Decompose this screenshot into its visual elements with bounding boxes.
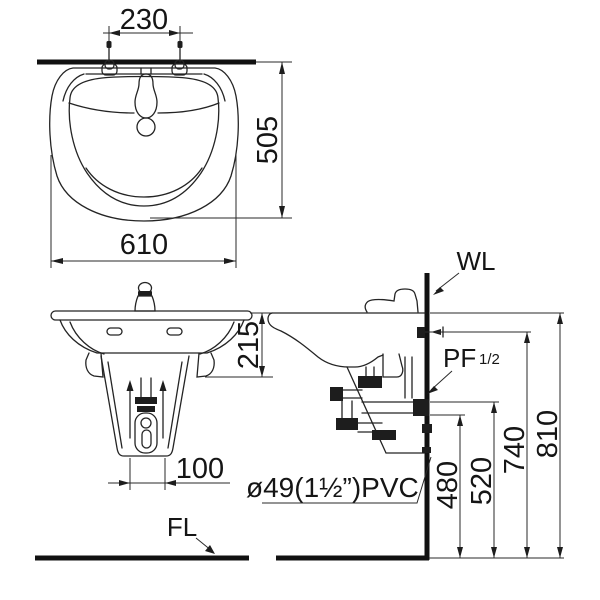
floor-left: FL [35, 512, 249, 561]
supply-size-label: 1/2 [479, 351, 500, 368]
faucet-plan [134, 67, 158, 137]
front-view: 215 100 FL [35, 281, 273, 561]
pvc-pipe-label: ø49(1½”)PVC [246, 472, 419, 503]
dim-520: 520 [466, 402, 498, 558]
top-plan-view: 230 [37, 4, 292, 268]
plumbing-side [330, 356, 432, 453]
dim-215-label: 215 [233, 321, 265, 369]
hanger-bracket-right [196, 352, 215, 378]
dim-810-label: 810 [532, 410, 564, 458]
supply-label: PF [443, 343, 476, 373]
basin-outline-plan [49, 67, 239, 222]
dim-230-label: 230 [120, 4, 168, 36]
wall-label-group: WL [433, 246, 496, 295]
side-view: WL PF 1/2 480 [246, 246, 564, 561]
overflow-slot-right [166, 327, 183, 336]
hanger-bracket-left [85, 352, 104, 378]
faucet-side [364, 288, 419, 313]
pedestal-shroud-front [100, 355, 190, 457]
hanger-bracket-side [382, 353, 404, 378]
pedestal-shroud-side [346, 366, 425, 454]
dim-810: 810 [532, 313, 564, 558]
mounting-bolt-left [101, 41, 118, 76]
dim-520-label: 520 [466, 457, 498, 505]
dim-740-label: 740 [499, 426, 531, 474]
wall-label: WL [457, 246, 496, 276]
trap-front [126, 377, 167, 454]
overflow-slot-left [106, 327, 123, 336]
dim-505-label: 505 [252, 116, 284, 164]
dim-610: 610 [50, 155, 237, 268]
supply-stub [417, 326, 531, 338]
mounting-bolt-right [171, 41, 188, 76]
dim-505: 505 [150, 62, 292, 219]
dim-480: 480 [432, 415, 464, 558]
faucet-front [134, 281, 156, 312]
dim-480-label: 480 [432, 461, 464, 509]
dim-100: 100 [108, 453, 230, 490]
dim-610-label: 610 [120, 229, 168, 261]
floor-label: FL [167, 512, 197, 542]
dim-215: 215 [205, 312, 273, 378]
pvc-label-group: ø49(1½”)PVC [246, 456, 432, 504]
basin-front [50, 310, 253, 378]
supply-label-group: PF 1/2 [427, 343, 500, 394]
basin-side [267, 312, 426, 454]
dim-100-label: 100 [176, 453, 224, 485]
dim-740: 740 [499, 332, 531, 558]
wall-drain-fitting [413, 399, 429, 416]
dim-230: 230 [103, 4, 193, 41]
